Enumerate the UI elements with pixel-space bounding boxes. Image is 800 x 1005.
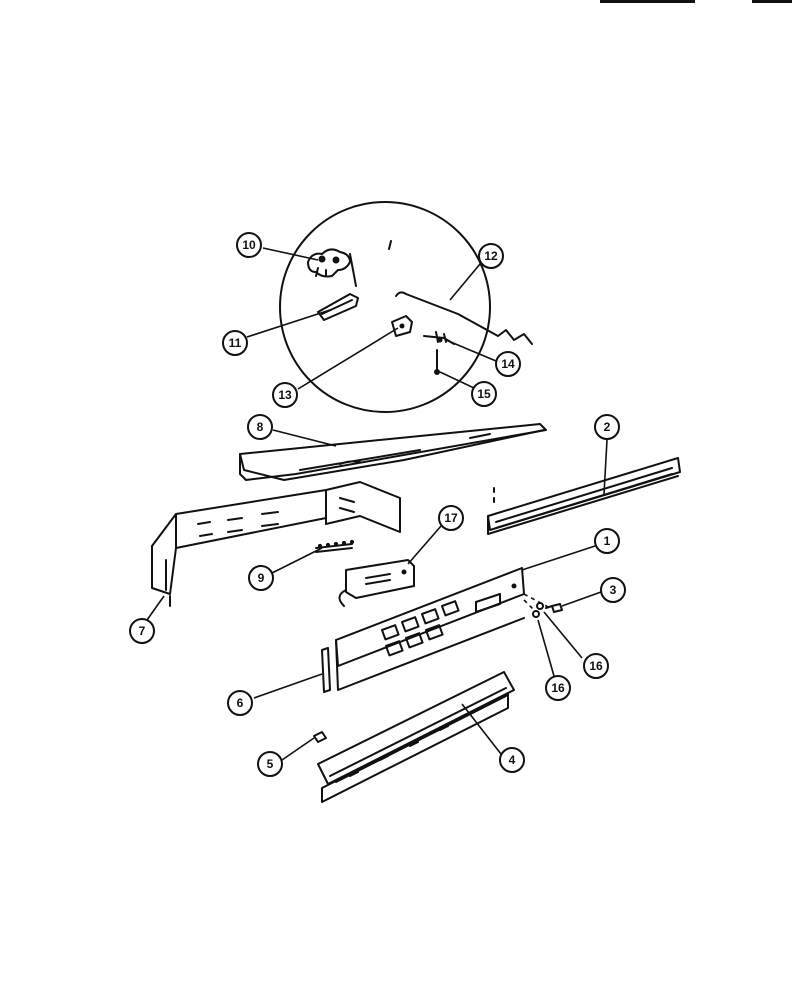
svg-text:11: 11 [229,336,242,350]
callout-1: 1 [594,528,620,554]
part-3-screw [545,603,563,613]
part-8-top-panel [239,423,547,481]
part-16-fasteners [532,602,544,618]
svg-text:7: 7 [139,624,146,638]
part-5-clip [313,731,327,743]
part-7-side-panel [151,481,401,607]
svg-text:13: 13 [278,388,292,402]
callout-9: 9 [248,565,274,591]
callout-2: 2 [594,414,620,440]
part-9-terminal [315,539,355,553]
part-17-control-board [338,559,415,607]
callout-3: 3 [600,577,626,603]
part-2-rail [487,457,681,535]
callout-10: 10 [236,232,262,258]
svg-text:16: 16 [551,681,565,695]
top-edge-mark-left [600,0,695,3]
callout-16-right: 16 [583,653,609,679]
part-11-bracket [317,293,359,321]
callout-7: 7 [129,618,155,644]
assembly-guide-line [523,593,551,611]
part-13-clip [391,315,413,337]
svg-text:5: 5 [267,757,274,771]
detail-tick [388,240,392,250]
svg-text:1: 1 [604,534,611,548]
top-edge-mark-right [752,0,792,3]
leader-lines [146,247,608,761]
svg-text:17: 17 [444,511,458,525]
callout-13: 13 [272,382,298,408]
callout-16-lower: 16 [545,675,571,701]
part-12-wire [395,291,533,345]
part-15-screw [434,349,440,375]
part-4-lower-rail [317,671,515,803]
svg-text:14: 14 [501,357,515,371]
callout-8: 8 [247,414,273,440]
svg-text:9: 9 [258,571,265,585]
svg-text:12: 12 [484,249,498,263]
part-6-trim [321,647,331,693]
callout-11: 11 [222,330,248,356]
svg-text:16: 16 [589,659,603,673]
svg-text:2: 2 [604,420,611,434]
svg-text:15: 15 [477,387,491,401]
callout-12: 12 [478,243,504,269]
part-14-bracket [423,331,455,345]
svg-text:10: 10 [242,238,256,252]
callout-15: 15 [471,381,497,407]
callout-4: 4 [499,747,525,773]
detail-view-circle [279,201,491,413]
svg-text:4: 4 [509,753,516,767]
part-10-switch [307,248,357,287]
callout-14: 14 [495,351,521,377]
svg-text:8: 8 [257,420,264,434]
callout-17: 17 [438,505,464,531]
svg-text:6: 6 [237,696,244,710]
callout-5: 5 [257,751,283,777]
callout-6: 6 [227,690,253,716]
svg-text:3: 3 [610,583,617,597]
